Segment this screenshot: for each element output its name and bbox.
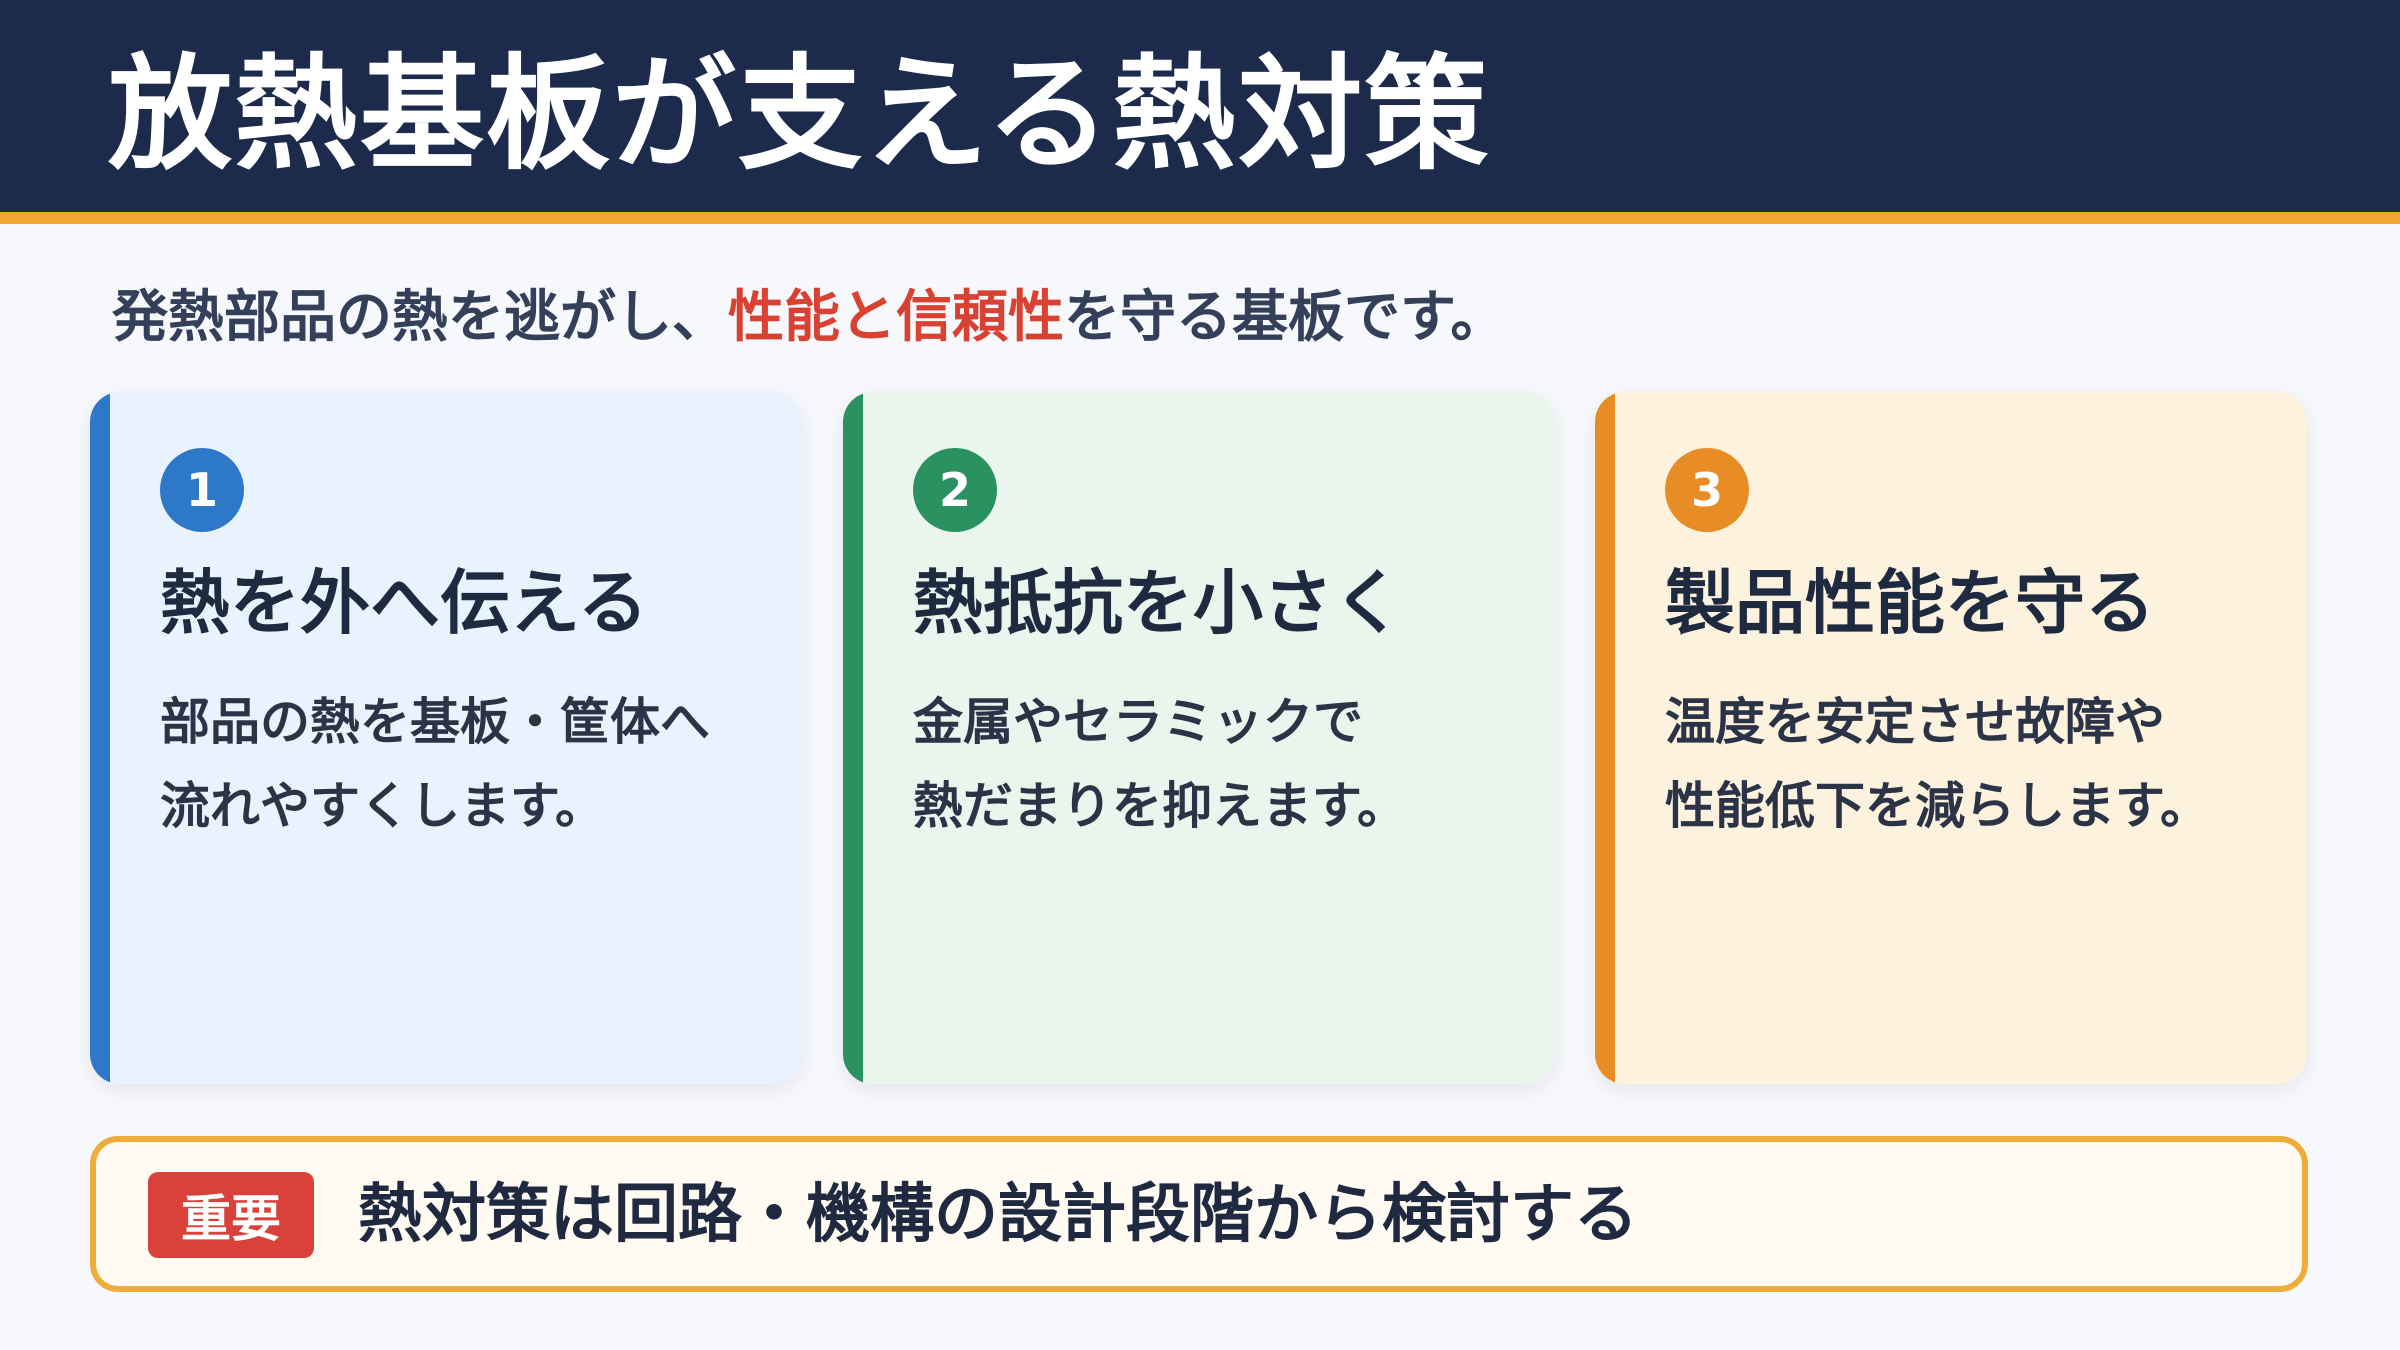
card-description: 金属やセラミックで 熱だまりを抑えます。 — [913, 680, 1525, 848]
card-description: 部品の熱を基板・筐体へ 流れやすくします。 — [160, 680, 772, 848]
card-title: 熱抵抗を小さく — [913, 562, 1403, 644]
lead-text-emphasis: 性能と信頼性 — [728, 285, 1064, 350]
card-description-line: 性能低下を減らします。 — [1665, 777, 2210, 835]
card-description-line: 部品の熱を基板・筐体へ — [160, 693, 710, 751]
important-note-text: 熱対策は回路・機構の設計段階から検討する — [358, 1178, 1638, 1252]
card-transfer-heat: 1 熱を外へ伝える 部品の熱を基板・筐体へ 流れやすくします。 — [90, 392, 802, 1084]
lead-text-after: を守る基板です。 — [1064, 285, 1507, 350]
page-title: 放熱基板が支える熱対策 — [108, 43, 1491, 187]
lead-text-before: 発熱部品の熱を逃がし、 — [112, 285, 728, 350]
card-title: 製品性能を守る — [1665, 562, 2155, 644]
card-description-line: 流れやすくします。 — [160, 777, 605, 835]
lead-text: 発熱部品の熱を逃がし、性能と信頼性を守る基板です。 — [112, 282, 1506, 354]
card-description-line: 温度を安定させ故障や — [1665, 693, 2165, 751]
card-description: 温度を安定させ故障や 性能低下を減らします。 — [1665, 680, 2277, 848]
header-banner: 放熱基板が支える熱対策 — [0, 0, 2400, 224]
card-protect-performance: 3 製品性能を守る 温度を安定させ故障や 性能低下を減らします。 — [1595, 392, 2307, 1084]
card-description-line: 金属やセラミックで — [913, 693, 1363, 751]
card-number-badge: 1 — [160, 448, 244, 532]
card-number-badge: 2 — [913, 448, 997, 532]
important-note: 重要 熱対策は回路・機構の設計段階から検討する — [90, 1136, 2308, 1292]
card-number-badge: 3 — [1665, 448, 1749, 532]
card-reduce-resistance: 2 熱抵抗を小さく 金属やセラミックで 熱だまりを抑えます。 — [843, 392, 1555, 1084]
card-title: 熱を外へ伝える — [160, 562, 648, 644]
card-description-line: 熱だまりを抑えます。 — [913, 777, 1407, 835]
important-tag: 重要 — [148, 1172, 314, 1258]
